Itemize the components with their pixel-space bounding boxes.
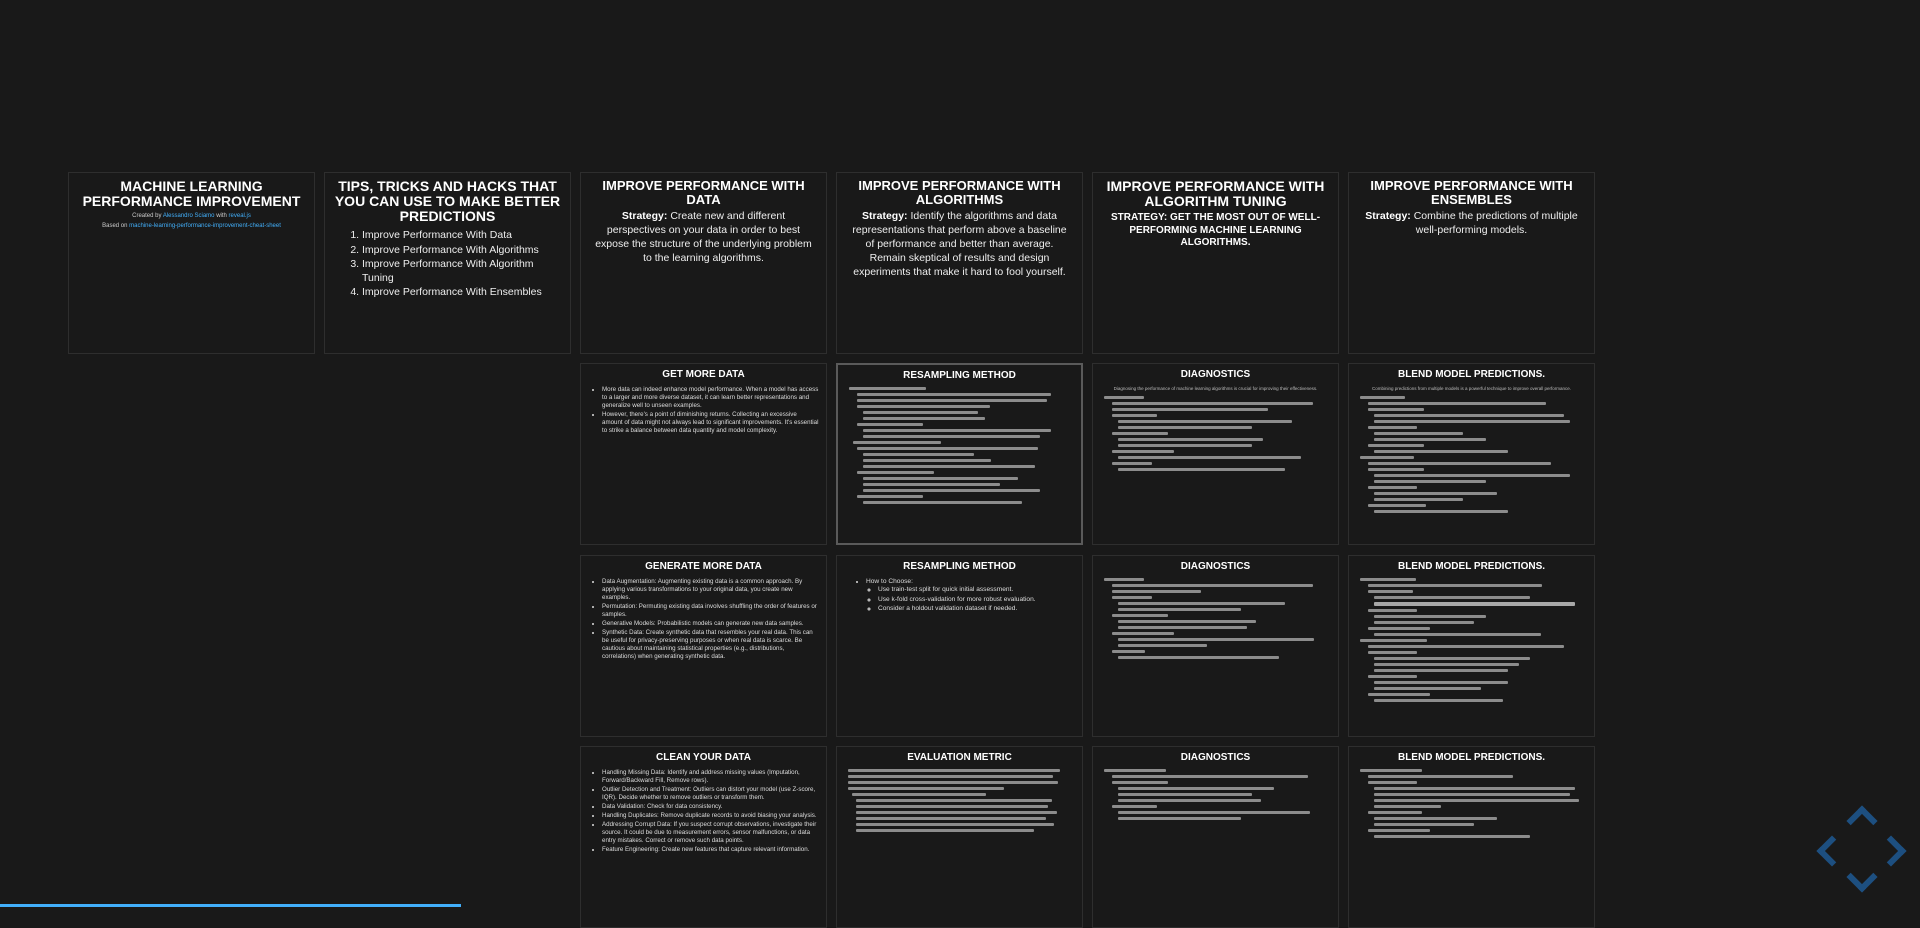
resampling-method-slide-2[interactable]: RESAMPLING METHOD How to Choose: Use tra… [836, 555, 1083, 737]
resampling-heading: RESAMPLING METHOD [903, 561, 1016, 572]
algorithms-section-heading: IMPROVE PERFORMANCE WITH ALGORITHMS [858, 178, 1061, 208]
based-prefix: Based on [102, 223, 128, 230]
get-more-data-heading: GET MORE DATA [662, 369, 745, 380]
strategy-label: Strategy: [621, 210, 668, 223]
toc-slide[interactable]: TIPS, TRICKS AND HACKS THAT YOU CAN USE … [324, 172, 571, 354]
revealjs-link[interactable]: reveal.js [228, 213, 251, 220]
toc-list: Improve Performance With Data Improve Pe… [332, 228, 563, 299]
blend-heading: BLEND MODEL PREDICTIONS. [1397, 369, 1546, 380]
toc-item-data[interactable]: Improve Performance With Data [362, 228, 563, 242]
list-item: Data Augmentation: Augmenting existing d… [602, 578, 819, 602]
diagnostics-slide-2[interactable]: DIAGNOSTICS [1092, 555, 1339, 737]
data-section-heading: IMPROVE PERFORMANCE WITH DATA [602, 178, 805, 208]
clean-data-list: Handling Missing Data: Identify and addr… [588, 769, 819, 855]
algorithms-strategy: Strategy: Identify the algorithms and da… [847, 210, 1072, 279]
generate-more-data-slide[interactable]: GENERATE MORE DATA Data Augmentation: Au… [580, 555, 827, 737]
tuning-section-heading: IMPROVE PERFORMANCE WITH ALGORITHM TUNIN… [1106, 178, 1325, 210]
diagnostics-slide-1[interactable]: DIAGNOSTICS Diagnosing the performance o… [1092, 363, 1339, 545]
blend-predictions-slide-2[interactable]: BLEND MODEL PREDICTIONS. [1348, 555, 1595, 737]
blend-text-block [1360, 577, 1583, 702]
tuning-section-slide[interactable]: IMPROVE PERFORMANCE WITH ALGORITHM TUNIN… [1092, 172, 1339, 354]
blend-predictions-slide-3[interactable]: BLEND MODEL PREDICTIONS. [1348, 746, 1595, 928]
diagnostics-text-block [1104, 395, 1327, 471]
list-item: Outlier Detection and Treatment: Outlier… [602, 786, 819, 802]
tuning-strategy: STRATEGY: GET THE MOST OUT OF WELL-PERFO… [1110, 212, 1321, 249]
toc-item-ensembles[interactable]: Improve Performance With Ensembles [362, 285, 563, 299]
created-by-line: Created by Alessandro Sciamo with reveal… [76, 213, 307, 219]
diagnostics-text-block [1104, 768, 1327, 820]
title-slide[interactable]: MACHINE LEARNING PERFORMANCE IMPROVEMENT… [68, 172, 315, 354]
resampling-heading: RESAMPLING METHOD [903, 370, 1016, 381]
evaluation-metric-heading: EVALUATION METRIC [907, 752, 1012, 763]
title-slide-heading: MACHINE LEARNING PERFORMANCE IMPROVEMENT [82, 178, 301, 210]
strategy-text: Create new and different perspectives on… [595, 210, 812, 264]
get-more-data-list: More data can indeed enhance model perfo… [588, 386, 819, 435]
ensembles-section-heading: IMPROVE PERFORMANCE WITH ENSEMBLES [1370, 178, 1573, 208]
list-item: Handling Missing Data: Identify and addr… [602, 769, 819, 785]
list-item: Use k-fold cross-validation for more rob… [878, 596, 1075, 605]
clean-data-slide[interactable]: CLEAN YOUR DATA Handling Missing Data: I… [580, 746, 827, 928]
list-item: Consider a holdout validation dataset if… [878, 605, 1075, 614]
source-link[interactable]: machine-learning-performance-improvement… [129, 223, 281, 230]
author-link[interactable]: Alessandro Sciamo [162, 213, 215, 220]
diagnostics-intro: Diagnosing the performance of machine le… [1113, 385, 1318, 391]
blend-predictions-slide-1[interactable]: BLEND MODEL PREDICTIONS. Combining predi… [1348, 363, 1595, 545]
up-arrow-icon[interactable] [1846, 805, 1878, 837]
list-item: Synthetic Data: Create synthetic data th… [602, 629, 819, 661]
down-arrow-icon[interactable] [1846, 861, 1878, 893]
with-word: with [216, 213, 227, 220]
data-section-slide[interactable]: IMPROVE PERFORMANCE WITH DATA Strategy: … [580, 172, 827, 354]
ensembles-strategy: Strategy: Combine the predictions of mul… [1359, 210, 1584, 238]
how-to-choose-label: How to Choose: [866, 577, 913, 585]
generate-more-data-list: Data Augmentation: Augmenting existing d… [588, 578, 819, 662]
toc-item-algorithms[interactable]: Improve Performance With Algorithms [362, 243, 563, 257]
diagnostics-slide-3[interactable]: DIAGNOSTICS [1092, 746, 1339, 928]
toc-heading: TIPS, TRICKS AND HACKS THAT YOU CAN USE … [334, 178, 561, 225]
data-strategy: Strategy: Create new and different persp… [591, 210, 816, 265]
toc-item-tuning[interactable]: Improve Performance With Algorithm Tunin… [362, 257, 563, 285]
clean-data-heading: CLEAN YOUR DATA [656, 752, 751, 763]
list-item: Addressing Corrupt Data: If you suspect … [602, 821, 819, 845]
resampling-how-list: How to Choose: Use train-test split for … [844, 578, 1075, 614]
list-item: However, there's a point of diminishing … [602, 411, 819, 435]
list-item: Permutation: Permuting existing data inv… [602, 603, 819, 619]
algorithms-section-slide[interactable]: IMPROVE PERFORMANCE WITH ALGORITHMS Stra… [836, 172, 1083, 354]
diagnostics-heading: DIAGNOSTICS [1180, 752, 1251, 763]
left-arrow-icon[interactable] [1816, 835, 1848, 867]
list-item: More data can indeed enhance model perfo… [602, 386, 819, 410]
progress-bar [0, 904, 461, 907]
how-to-choose-sublist: Use train-test split for quick initial a… [866, 586, 1075, 614]
blend-intro: Combining predictions from multiple mode… [1371, 385, 1572, 391]
blend-text-block [1360, 395, 1583, 513]
diagnostics-heading: DIAGNOSTICS [1180, 561, 1251, 572]
how-to-choose-item: How to Choose: Use train-test split for … [866, 578, 1075, 614]
list-item: Data Validation: Check for data consiste… [602, 803, 819, 811]
strategy-text: Identify the algorithms and data represe… [852, 210, 1067, 278]
generate-more-data-heading: GENERATE MORE DATA [645, 561, 762, 572]
strategy-label: Strategy: [1365, 210, 1411, 223]
blend-text-block [1360, 768, 1583, 838]
evaluation-metric-text-block [848, 768, 1071, 832]
strategy-label: Strategy: [862, 210, 908, 223]
ensembles-section-slide[interactable]: IMPROVE PERFORMANCE WITH ENSEMBLES Strat… [1348, 172, 1595, 354]
created-prefix: Created by [132, 213, 162, 220]
diagnostics-heading: DIAGNOSTICS [1180, 369, 1251, 380]
evaluation-metric-slide[interactable]: EVALUATION METRIC [836, 746, 1083, 928]
resampling-method-slide-current[interactable]: RESAMPLING METHOD [836, 363, 1083, 545]
blend-heading: BLEND MODEL PREDICTIONS. [1397, 752, 1546, 763]
get-more-data-slide[interactable]: GET MORE DATA More data can indeed enhan… [580, 363, 827, 545]
list-item: Feature Engineering: Create new features… [602, 846, 819, 854]
diagnostics-text-block [1104, 577, 1327, 659]
right-arrow-icon[interactable] [1875, 835, 1907, 867]
strategy-text: Combine the predictions of multiple well… [1413, 210, 1578, 236]
resampling-text-block [849, 386, 1070, 504]
list-item: Generative Models: Probabilistic models … [602, 620, 819, 628]
blend-heading: BLEND MODEL PREDICTIONS. [1397, 561, 1546, 572]
based-on-line: Based on machine-learning-performance-im… [76, 223, 307, 229]
list-item: Handling Duplicates: Remove duplicate re… [602, 812, 819, 820]
list-item: Use train-test split for quick initial a… [878, 586, 1075, 595]
